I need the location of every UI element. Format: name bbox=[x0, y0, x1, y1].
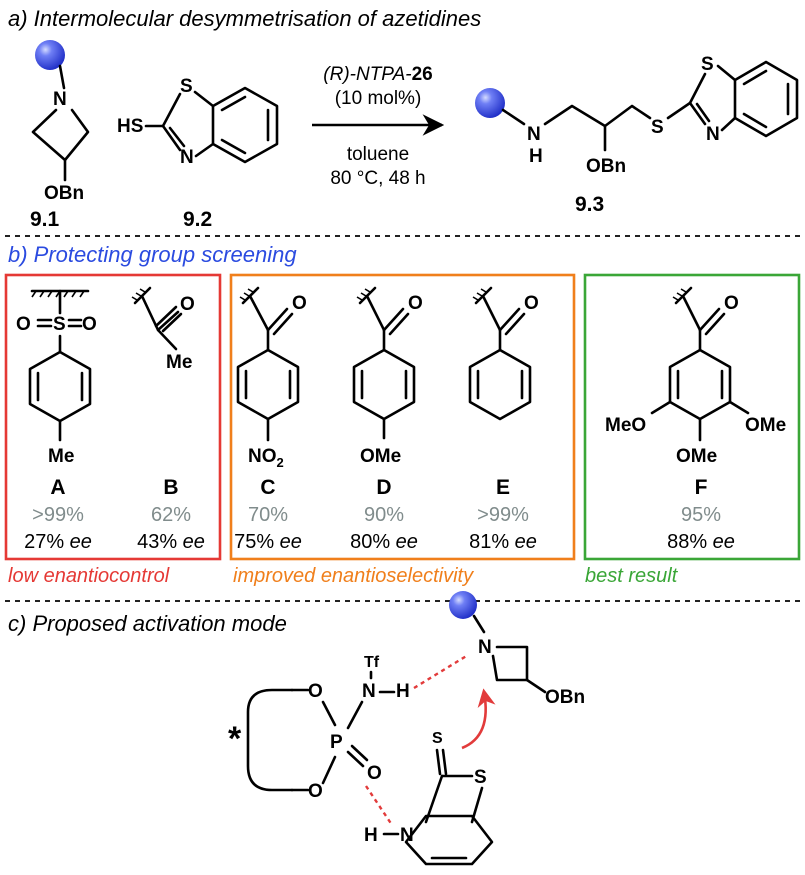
methyl: Me bbox=[166, 352, 192, 373]
compound-9-3: N H OBn S S N 9.3 bbox=[475, 54, 799, 216]
carbonyl-o: O bbox=[180, 294, 195, 315]
compound-label-9-3: 9.3 bbox=[575, 193, 604, 216]
temp-time-label: 80 °C, 48 h bbox=[330, 168, 425, 189]
ester-o-top: O bbox=[308, 681, 323, 702]
group-letter: A bbox=[50, 476, 65, 499]
carbonyl-o: O bbox=[724, 293, 739, 314]
substituent-sphere-icon bbox=[449, 591, 477, 619]
caption-low-enantiocontrol: low enantiocontrol bbox=[8, 565, 170, 587]
protecting-group-d: O OMe bbox=[352, 286, 423, 467]
methoxy-group: OMe bbox=[676, 446, 717, 467]
protecting-group-a: S O O Me bbox=[16, 289, 97, 467]
solvent-label: toluene bbox=[347, 144, 409, 165]
section-a-heading: a) Intermolecular desymmetrisation of az… bbox=[8, 6, 481, 31]
ring-s: S bbox=[701, 54, 714, 75]
carbonyl-o: O bbox=[524, 293, 539, 314]
amine-n: N bbox=[527, 124, 541, 145]
ring-s: S bbox=[180, 76, 193, 97]
group-letter: C bbox=[260, 476, 275, 499]
group-letter: F bbox=[695, 476, 708, 499]
caption-improved-enantioselectivity: improved enantioselectivity bbox=[233, 565, 474, 587]
sulfonyl-o: O bbox=[82, 314, 97, 335]
carbonyl-o: O bbox=[408, 293, 423, 314]
protecting-group-e: O bbox=[468, 286, 539, 421]
hydrogen-bond bbox=[365, 785, 393, 826]
methoxy-group: MeO bbox=[605, 415, 646, 436]
thiol-hs: HS bbox=[117, 116, 143, 137]
thione-nh-h: H bbox=[364, 825, 378, 846]
yield-value: 70% bbox=[248, 504, 288, 526]
obn-group: OBn bbox=[545, 687, 585, 708]
thione-nh-n: N bbox=[400, 825, 414, 846]
nitro-group: NO2 bbox=[248, 446, 284, 470]
activation-mode-model: * O O P N Tf H O N OBn S S bbox=[228, 591, 585, 866]
amine-h: H bbox=[529, 146, 543, 167]
reaction-conditions: (R)-NTPA-26 (10 mol%) toluene 80 °C, 48 … bbox=[312, 64, 445, 189]
obn-group: OBn bbox=[586, 156, 626, 177]
catalyst-loading: (10 mol%) bbox=[335, 88, 422, 109]
compound-9-2: HS S N 9.2 bbox=[117, 76, 279, 231]
ring-n: N bbox=[180, 147, 194, 168]
yield-value: 95% bbox=[681, 504, 721, 526]
caption-best-result: best result bbox=[585, 565, 679, 587]
catalyst-label: (R)-NTPA-26 bbox=[323, 64, 432, 85]
sulfonyl-o: O bbox=[16, 314, 31, 335]
methyl: Me bbox=[48, 446, 74, 467]
box-best-result bbox=[583, 273, 801, 561]
azetidine-n: N bbox=[53, 89, 67, 110]
box-improved-enantioselectivity bbox=[229, 273, 576, 561]
chiral-backbone-star: * bbox=[228, 720, 242, 758]
yield-value: >99% bbox=[32, 504, 84, 526]
nucleophilic-attack-arrow-icon bbox=[461, 688, 496, 750]
phosphoryl-o: O bbox=[367, 763, 382, 784]
phosphorus: P bbox=[330, 732, 343, 753]
compound-label-9-1: 9.1 bbox=[30, 208, 60, 231]
thioether-s: S bbox=[651, 117, 664, 138]
yield-value: 62% bbox=[151, 504, 191, 526]
protecting-group-c: O NO2 bbox=[236, 286, 307, 470]
yield-value: 90% bbox=[364, 504, 404, 526]
screening-results: A B C D E F >99% 62% 70% 90% >99% 95% 27… bbox=[24, 476, 735, 553]
ester-o-bottom: O bbox=[308, 781, 323, 802]
yield-value: >99% bbox=[477, 504, 529, 526]
box-low-enantiocontrol bbox=[4, 273, 222, 561]
azetidine-n: N bbox=[478, 637, 492, 658]
methoxy-group: OMe bbox=[745, 415, 786, 436]
ee-value: 80% ee bbox=[350, 531, 418, 553]
amide-h: H bbox=[396, 681, 410, 702]
sulfonyl-s: S bbox=[53, 314, 66, 335]
ee-value: 75% ee bbox=[234, 531, 302, 553]
protecting-group-f: O MeO OMe OMe bbox=[605, 286, 786, 467]
section-c-heading: c) Proposed activation mode bbox=[8, 611, 287, 636]
protecting-group-b: O Me bbox=[131, 286, 195, 373]
ring-s: S bbox=[474, 767, 487, 788]
compound-label-9-2: 9.2 bbox=[183, 208, 212, 231]
ee-value: 88% ee bbox=[667, 531, 735, 553]
group-letter: E bbox=[496, 476, 510, 499]
group-letter: B bbox=[163, 476, 178, 499]
triflyl-tf: Tf bbox=[364, 654, 380, 671]
compound-9-1: N OBn 9.1 bbox=[30, 40, 90, 231]
ee-value: 81% ee bbox=[469, 531, 537, 553]
amide-n: N bbox=[362, 681, 376, 702]
thione-s: S bbox=[432, 730, 443, 747]
substituent-sphere-icon bbox=[35, 40, 65, 70]
substituent-sphere-icon bbox=[475, 88, 505, 118]
hydrogen-bond bbox=[413, 653, 469, 690]
group-letter: D bbox=[376, 476, 391, 499]
ee-value: 27% ee bbox=[24, 531, 92, 553]
methoxy-group: OMe bbox=[360, 446, 401, 467]
obn-group: OBn bbox=[44, 183, 84, 204]
carbonyl-o: O bbox=[292, 293, 307, 314]
ring-n: N bbox=[706, 124, 720, 145]
ee-value: 43% ee bbox=[137, 531, 205, 553]
section-b-heading: b) Protecting group screening bbox=[8, 242, 297, 267]
